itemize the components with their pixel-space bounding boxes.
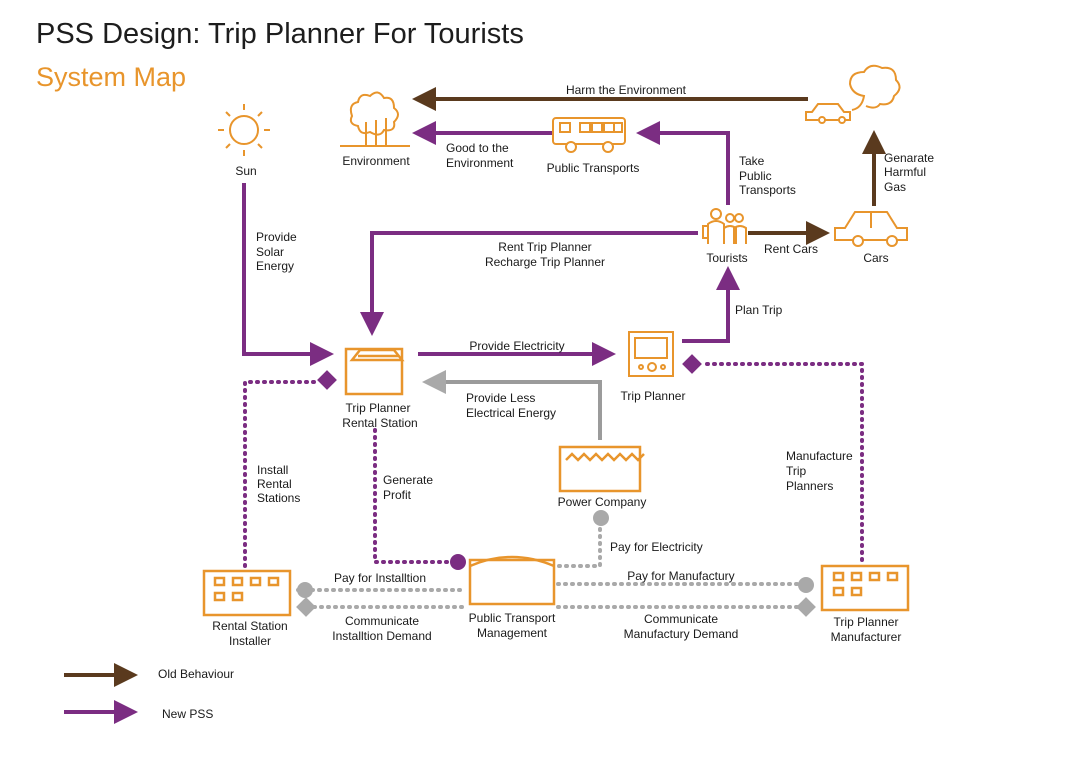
rental-station-icon bbox=[344, 347, 405, 396]
rent-cars-label: Rent Cars bbox=[764, 242, 818, 256]
manufacture-diamond bbox=[682, 354, 702, 374]
manufacture-label-1: Manufacture bbox=[786, 449, 853, 463]
take-transports-label-3: Transports bbox=[739, 183, 796, 197]
trip-planner-label: Trip Planner bbox=[621, 389, 686, 403]
pay-elec-dot bbox=[593, 510, 609, 526]
good-environment-label-2: Environment bbox=[446, 156, 514, 170]
trip-planner-icon bbox=[628, 331, 674, 377]
less-energy-arrow bbox=[422, 370, 602, 440]
pay-manu-dot bbox=[798, 577, 814, 593]
cars-label: Cars bbox=[863, 251, 888, 265]
comm-install-diamond bbox=[296, 597, 316, 617]
page-subtitle: System Map bbox=[36, 62, 187, 92]
take-transports-arrow bbox=[636, 121, 730, 205]
legend: Old Behaviour New PSS bbox=[64, 663, 234, 724]
take-transports-label-1: Take bbox=[739, 154, 765, 168]
generate-profit-label-1: Generate bbox=[383, 473, 433, 487]
tourists-icon bbox=[702, 208, 747, 244]
management-building-icon bbox=[468, 555, 556, 606]
plan-trip-arrow bbox=[682, 266, 740, 343]
rent-recharge-arrow bbox=[360, 231, 698, 336]
install-diamond bbox=[317, 370, 337, 390]
generate-profit-label-2: Profit bbox=[383, 488, 412, 502]
pay-electricity-link bbox=[556, 520, 602, 568]
comm-manu-diamond bbox=[796, 597, 816, 617]
sun-icon bbox=[218, 104, 270, 156]
good-environment-label-1: Good to the bbox=[446, 141, 509, 155]
page-title: PSS Design: Trip Planner For Tourists bbox=[36, 18, 524, 50]
comm-manufacture-label-1: Communicate bbox=[644, 612, 718, 626]
generate-gas-label-1: Genarate bbox=[884, 151, 934, 165]
install-stations-label-1: Install bbox=[257, 463, 288, 477]
profit-dot bbox=[450, 554, 466, 570]
rent-recharge-label-1: Rent Trip Planner bbox=[498, 240, 591, 254]
comm-manufacture-label-2: Manufactury Demand bbox=[624, 627, 739, 641]
environment-label: Environment bbox=[342, 154, 410, 168]
plan-trip-label: Plan Trip bbox=[735, 303, 783, 317]
pay-installation-label: Pay for Installtion bbox=[334, 571, 426, 585]
manufacturer-building-icon bbox=[820, 564, 910, 612]
environment-icon bbox=[340, 91, 410, 147]
legend-old-label: Old Behaviour bbox=[158, 667, 234, 681]
bus-icon bbox=[552, 117, 626, 153]
install-stations-label-3: Stations bbox=[257, 491, 300, 505]
comm-installation-label-1: Communicate bbox=[345, 614, 419, 628]
install-stations-label-2: Rental bbox=[257, 477, 292, 491]
rent-recharge-label-2: Recharge Trip Planner bbox=[485, 255, 605, 269]
rental-station-label-1: Trip Planner bbox=[346, 401, 411, 415]
provide-electricity-label: Provide Electricity bbox=[469, 339, 564, 353]
sun-label: Sun bbox=[235, 164, 256, 178]
take-transports-label-2: Public bbox=[739, 169, 772, 183]
car-icon bbox=[834, 211, 908, 247]
less-energy-label-2: Electrical Energy bbox=[466, 406, 556, 420]
tourists-label: Tourists bbox=[706, 251, 747, 265]
solar-energy-label-2: Solar bbox=[256, 245, 284, 259]
pay-electricity-label: Pay for Electricity bbox=[610, 540, 703, 554]
less-energy-label-1: Provide Less bbox=[466, 391, 535, 405]
power-company-icon bbox=[558, 445, 645, 493]
solar-energy-label-1: Provide bbox=[256, 230, 297, 244]
manufacturer-label-1: Trip Planner bbox=[834, 615, 899, 629]
power-company-label: Power Company bbox=[558, 495, 647, 509]
manufacture-label-3: Planners bbox=[786, 479, 833, 493]
generate-profit-link bbox=[373, 428, 454, 564]
manufacture-planners-link bbox=[702, 362, 864, 562]
installer-building-icon bbox=[202, 569, 292, 617]
polluting-car-icon bbox=[805, 64, 901, 124]
management-label-1: Public Transport bbox=[469, 611, 556, 625]
public-transports-label: Public Transports bbox=[547, 161, 640, 175]
generate-gas-label-3: Gas bbox=[884, 180, 906, 194]
harm-environment-label: Harm the Environment bbox=[566, 83, 687, 97]
installer-label-2: Installer bbox=[229, 634, 271, 648]
manufacture-label-2: Trip bbox=[786, 464, 807, 478]
pay-manufacture-label: Pay for Manufactury bbox=[627, 569, 734, 583]
generate-gas-label-2: Harmful bbox=[884, 165, 926, 179]
legend-new-label: New PSS bbox=[162, 707, 213, 721]
pay-install-dot bbox=[297, 582, 313, 598]
rental-station-label-2: Rental Station bbox=[342, 416, 417, 430]
management-label-2: Management bbox=[477, 626, 548, 640]
solar-energy-arrow bbox=[242, 183, 334, 366]
solar-energy-label-3: Energy bbox=[256, 259, 294, 273]
installer-label-1: Rental Station bbox=[212, 619, 287, 633]
comm-installation-label-2: Installtion Demand bbox=[332, 629, 431, 643]
install-stations-link bbox=[243, 380, 320, 568]
manufacturer-label-2: Manufacturer bbox=[831, 630, 902, 644]
